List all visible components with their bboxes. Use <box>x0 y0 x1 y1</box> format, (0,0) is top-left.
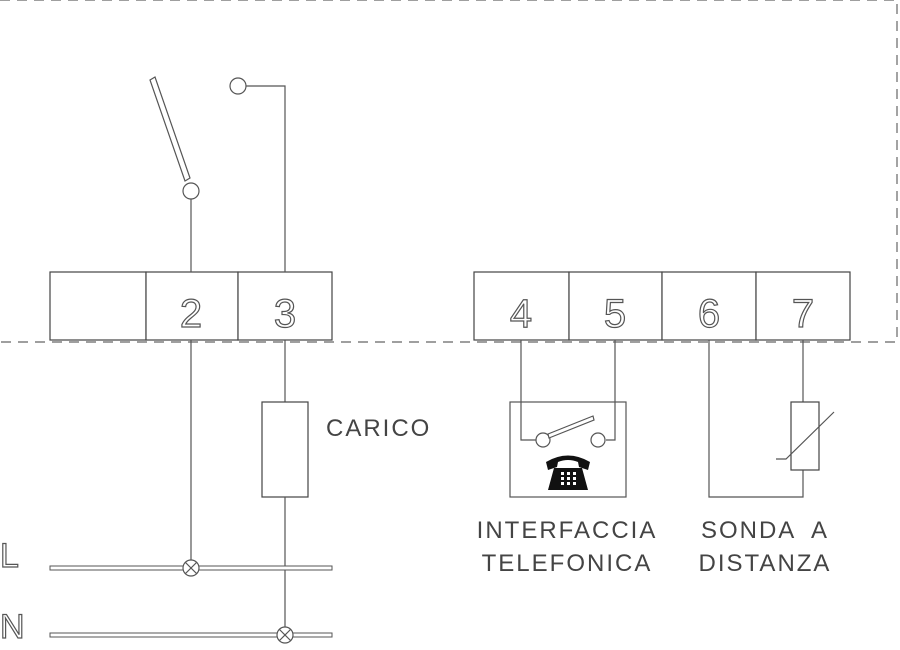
terminal-block-right: 4 5 6 7 <box>473 271 851 341</box>
live-junction-icon <box>182 559 200 577</box>
thermistor <box>790 401 820 471</box>
neutral-label: N <box>0 608 25 646</box>
remote-probe-label-line1: SONDA A <box>701 517 829 544</box>
terminal-2-number: 2 <box>180 292 202 336</box>
neutral-junction-icon <box>276 626 294 644</box>
relay-switch-blade <box>149 76 191 182</box>
terminal-block-left: 2 3 <box>49 271 333 341</box>
phone-switch-blade <box>547 415 595 439</box>
terminal-3 <box>237 271 333 341</box>
phone-interface-box <box>509 401 627 498</box>
terminal-6-number: 6 <box>698 292 720 336</box>
terminal-1 <box>49 271 147 341</box>
remote-probe: SONDA A DISTANZA <box>699 340 835 577</box>
terminal-5-number: 5 <box>604 292 626 336</box>
device-enclosure <box>0 0 898 343</box>
thermistor-arrow <box>776 411 835 460</box>
load-resistor <box>261 401 309 498</box>
relay-no-contact <box>229 77 247 95</box>
terminal-2 <box>145 271 239 341</box>
relay-contact <box>149 76 286 272</box>
live-line: L <box>0 536 333 577</box>
terminal-7-number: 7 <box>792 292 814 336</box>
telephone-icon <box>546 455 590 490</box>
live-label: L <box>0 537 19 575</box>
load-label: CARICO <box>326 415 431 442</box>
terminal-3-number: 3 <box>274 292 296 336</box>
remote-probe-label-line2: DISTANZA <box>699 550 832 577</box>
phone-interface-label-line2: TELEFONICA <box>482 550 653 577</box>
neutral-line: N <box>0 607 333 647</box>
phone-interface: INTERFACCIA TELEFONICA <box>477 340 658 577</box>
terminal-4-number: 4 <box>510 292 532 336</box>
relay-common-contact <box>182 182 200 200</box>
phone-interface-label-line1: INTERFACCIA <box>477 517 658 544</box>
